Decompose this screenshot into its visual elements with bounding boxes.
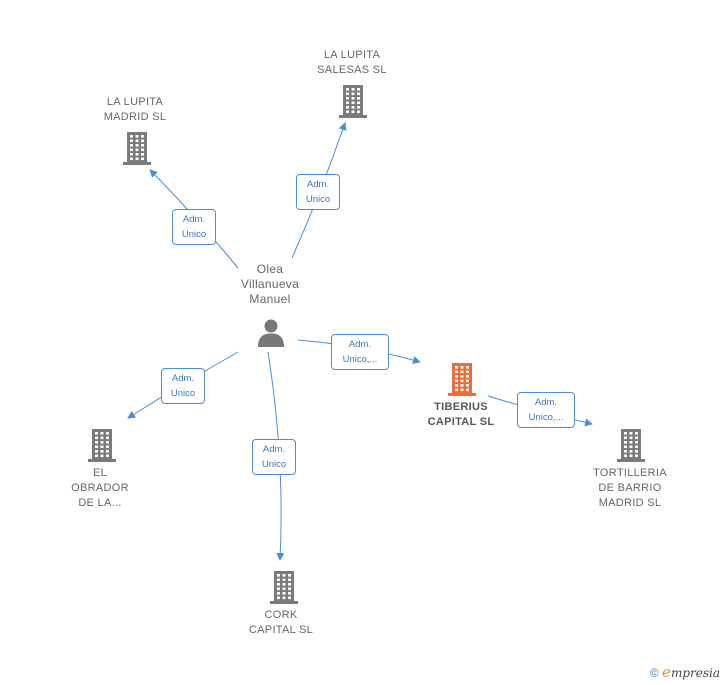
brand-initial: e: [662, 663, 671, 681]
relation-label-cork[interactable]: Adm. Unico: [252, 439, 296, 475]
company-node-cork[interactable]: CORK CAPITAL SL: [230, 608, 332, 638]
person-name: Olea Villanueva Manuel: [240, 262, 300, 306]
building-icon[interactable]: [269, 570, 299, 604]
brand-footer: © empresia: [650, 663, 720, 681]
company-node-tortilleria[interactable]: TORTILLERIA DE BARRIO MADRID SL: [580, 466, 680, 511]
company-name: LA LUPITA MADRID SL: [103, 96, 167, 123]
company-name: LA LUPITA SALESAS SL: [317, 49, 387, 76]
company-name: TORTILLERIA DE BARRIO MADRID SL: [593, 467, 667, 509]
company-name: EL OBRADOR DE LA...: [71, 467, 129, 509]
relation-label-tiberius[interactable]: Adm. Unico,...: [331, 334, 389, 370]
relation-label-lupita-salesas[interactable]: Adm. Unico: [296, 174, 340, 210]
building-icon[interactable]: [338, 84, 368, 118]
building-icon[interactable]: [122, 131, 152, 165]
company-node-lupita-madrid[interactable]: LA LUPITA MADRID SL: [85, 95, 185, 125]
copyright-symbol: ©: [649, 666, 659, 680]
building-icon-highlighted[interactable]: [447, 362, 477, 396]
company-name: CORK CAPITAL SL: [248, 609, 314, 636]
company-node-lupita-salesas[interactable]: LA LUPITA SALESAS SL: [296, 48, 408, 78]
relation-label-obrador[interactable]: Adm. Unico: [161, 368, 205, 404]
relation-label-lupita-madrid[interactable]: Adm. Unico: [172, 209, 216, 245]
building-icon[interactable]: [616, 428, 646, 462]
company-node-tiberius[interactable]: TIBERIUS CAPITAL SL: [405, 400, 517, 430]
relation-label-tortilleria[interactable]: Adm. Unico,...: [517, 392, 575, 428]
building-icon[interactable]: [87, 428, 117, 462]
company-name: TIBERIUS CAPITAL SL: [427, 401, 495, 428]
company-node-obrador[interactable]: EL OBRADOR DE LA...: [60, 466, 140, 511]
person-icon[interactable]: [256, 318, 286, 348]
person-node[interactable]: Olea Villanueva Manuel: [225, 262, 315, 307]
brand-name: mpresia: [670, 666, 720, 680]
